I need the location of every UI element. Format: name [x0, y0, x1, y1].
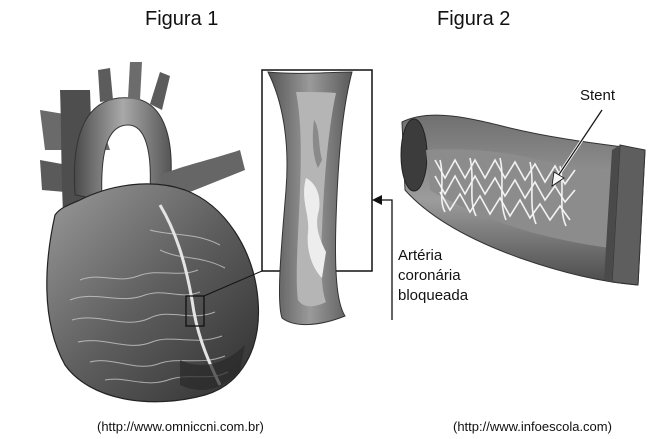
figure-1-source: (http://www.omniccni.com.br) [97, 419, 264, 434]
figure-2-source: (http://www.infoescola.com) [453, 419, 612, 434]
vessel-opening [401, 119, 427, 191]
blocked-artery-label-line-3: bloqueada [398, 286, 468, 306]
callout-arrowhead [372, 195, 382, 205]
blocked-artery-label-line-1: Artéria [398, 246, 468, 266]
stent-label: Stent [580, 86, 615, 106]
blocked-artery-label: Artéria coronária bloqueada [398, 246, 468, 306]
blocked-artery-label-line-2: coronária [398, 266, 468, 286]
heart-illustration [40, 62, 258, 402]
callout-arrow-line [380, 200, 392, 320]
